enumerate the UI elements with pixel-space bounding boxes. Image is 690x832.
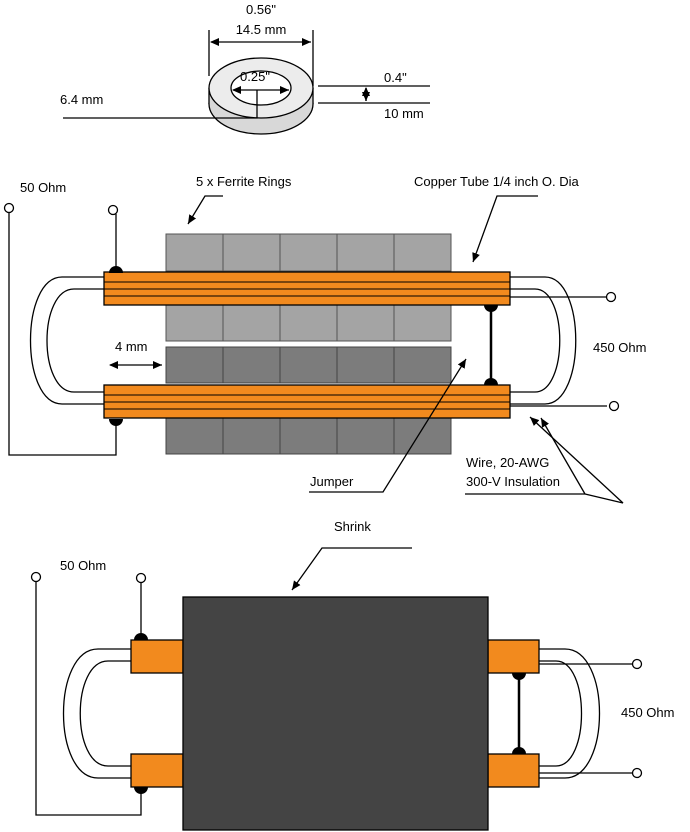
- finished-solder-joint-bottom: [134, 787, 148, 794]
- solder-joint-top-tube: [109, 266, 123, 273]
- ferrite-ring-stack-top: [165, 233, 452, 342]
- shrink-label: Shrink: [334, 519, 371, 534]
- terminal-50-ohm-a: [3, 202, 15, 214]
- inner-diameter-leader: [63, 90, 258, 119]
- finished-port-50-ohm-label: 50 Ohm: [60, 558, 106, 573]
- finished-terminal-450-ohm-a: [631, 658, 643, 670]
- wire-loops: [29, 276, 577, 405]
- ferrite-ring-detail: 0.56" 14.5 mm 0.25" 6.4 mm 0.4" 10 mm: [60, 2, 430, 135]
- wire-insulation-label: 300-V Insulation: [466, 474, 560, 489]
- finished-terminal-450-ohm-b: [631, 767, 643, 779]
- shrink-pointer: [291, 547, 412, 591]
- terminal-450-ohm-b: [608, 400, 620, 412]
- finished-jumper: [512, 673, 526, 754]
- heat-shrink-body: [182, 596, 489, 831]
- lead-50-ohm-left: [8, 212, 117, 456]
- port-450-ohm-label: 450 Ohm: [593, 340, 646, 355]
- solder-joint-bottom-tube: [109, 419, 123, 426]
- finished-solder-joint-top: [134, 633, 148, 640]
- gap-label: 4 mm: [115, 339, 148, 354]
- tube-stub-top-right: [487, 639, 540, 674]
- finished-lead-50-ohm-left: [35, 581, 142, 816]
- inner-diameter-mm-label: 6.4 mm: [60, 92, 103, 107]
- transformer-assembly: 50 Ohm 5 x Ferrite Rings Copper Tube 1/4…: [3, 174, 646, 504]
- inner-diameter-inch-label: 0.25": [240, 69, 270, 84]
- tube-stub-bottom-left: [130, 753, 184, 788]
- copper-tube-top: [103, 271, 511, 306]
- wire-pointer-c: [529, 416, 624, 504]
- wire-pointer-a: [540, 417, 586, 495]
- terminal-450-ohm-a: [605, 291, 617, 303]
- tube-stub-top-left: [130, 639, 184, 674]
- jumper-label: Jumper: [310, 474, 354, 489]
- ferrite-rings-pointer: [187, 195, 223, 225]
- height-inch-label: 0.4": [384, 70, 407, 85]
- tube-stub-bottom-right: [487, 753, 540, 788]
- copper-tube-bottom: [103, 384, 511, 419]
- height-mm-label: 10 mm: [384, 106, 424, 121]
- outer-diameter-inch-label: 0.56": [246, 2, 276, 17]
- finished-assembly: Shrink 50 Ohm 450 Ohm: [30, 519, 674, 831]
- terminal-50-ohm-b: [107, 204, 119, 216]
- finished-port-450-ohm-label: 450 Ohm: [621, 705, 674, 720]
- finished-terminal-50-ohm-b: [135, 572, 147, 584]
- wire-gauge-label: Wire, 20-AWG: [466, 455, 549, 470]
- finished-terminal-50-ohm-a: [30, 571, 42, 583]
- jumper: [484, 305, 498, 385]
- ferrite-rings-label: 5 x Ferrite Rings: [196, 174, 292, 189]
- ferrite-ring-stack-bottom: [165, 346, 452, 455]
- jumper-pointer: [309, 358, 467, 493]
- outer-diameter-mm-label: 14.5 mm: [236, 22, 287, 37]
- port-50-ohm-label: 50 Ohm: [20, 180, 66, 195]
- finished-wire-loops: [63, 648, 600, 779]
- copper-tube-label: Copper Tube 1/4 inch O. Dia: [414, 174, 580, 189]
- copper-tube-pointer: [472, 195, 538, 263]
- wire-pointer-b: [584, 493, 624, 504]
